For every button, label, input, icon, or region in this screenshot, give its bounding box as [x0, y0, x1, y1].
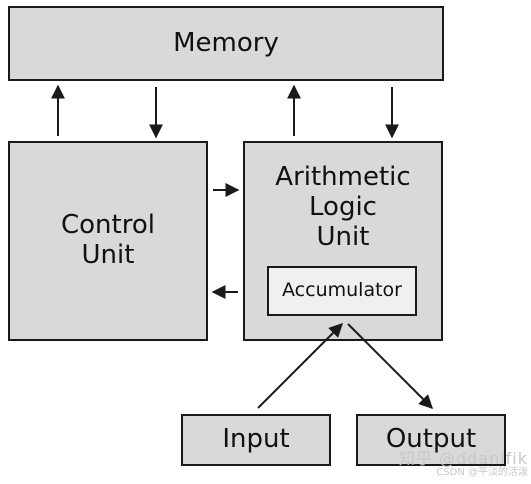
alu-box: Arithmetic Logic Unit Accumulator — [243, 141, 443, 341]
output-label: Output — [385, 424, 477, 455]
control-unit-box: Control Unit — [8, 141, 208, 341]
input-box: Input — [181, 414, 331, 466]
alu-label-line2: Logic — [309, 191, 377, 222]
alu-label-line3: Unit — [316, 221, 370, 252]
control-unit-label-line2: Unit — [81, 240, 135, 270]
accumulator-box: Accumulator — [267, 266, 417, 316]
watermark-line2: CSDN @平淡的活泼 — [436, 467, 528, 478]
alu-label: Arithmetic Logic Unit — [245, 162, 441, 253]
alu-label-line1: Arithmetic — [275, 162, 411, 192]
input-label: Input — [222, 424, 290, 455]
memory-box: Memory — [8, 6, 444, 81]
control-unit-label-line1: Control — [61, 210, 155, 241]
memory-label: Memory — [173, 27, 279, 58]
watermark-line1: 知乎 @ddanifik — [398, 449, 528, 468]
output-box: Output — [356, 414, 506, 466]
control-unit-label: Control Unit — [61, 210, 155, 271]
accumulator-label: Accumulator — [282, 279, 402, 302]
watermark: 知乎 @ddanifik CSDN @平淡的活泼 — [388, 449, 528, 480]
